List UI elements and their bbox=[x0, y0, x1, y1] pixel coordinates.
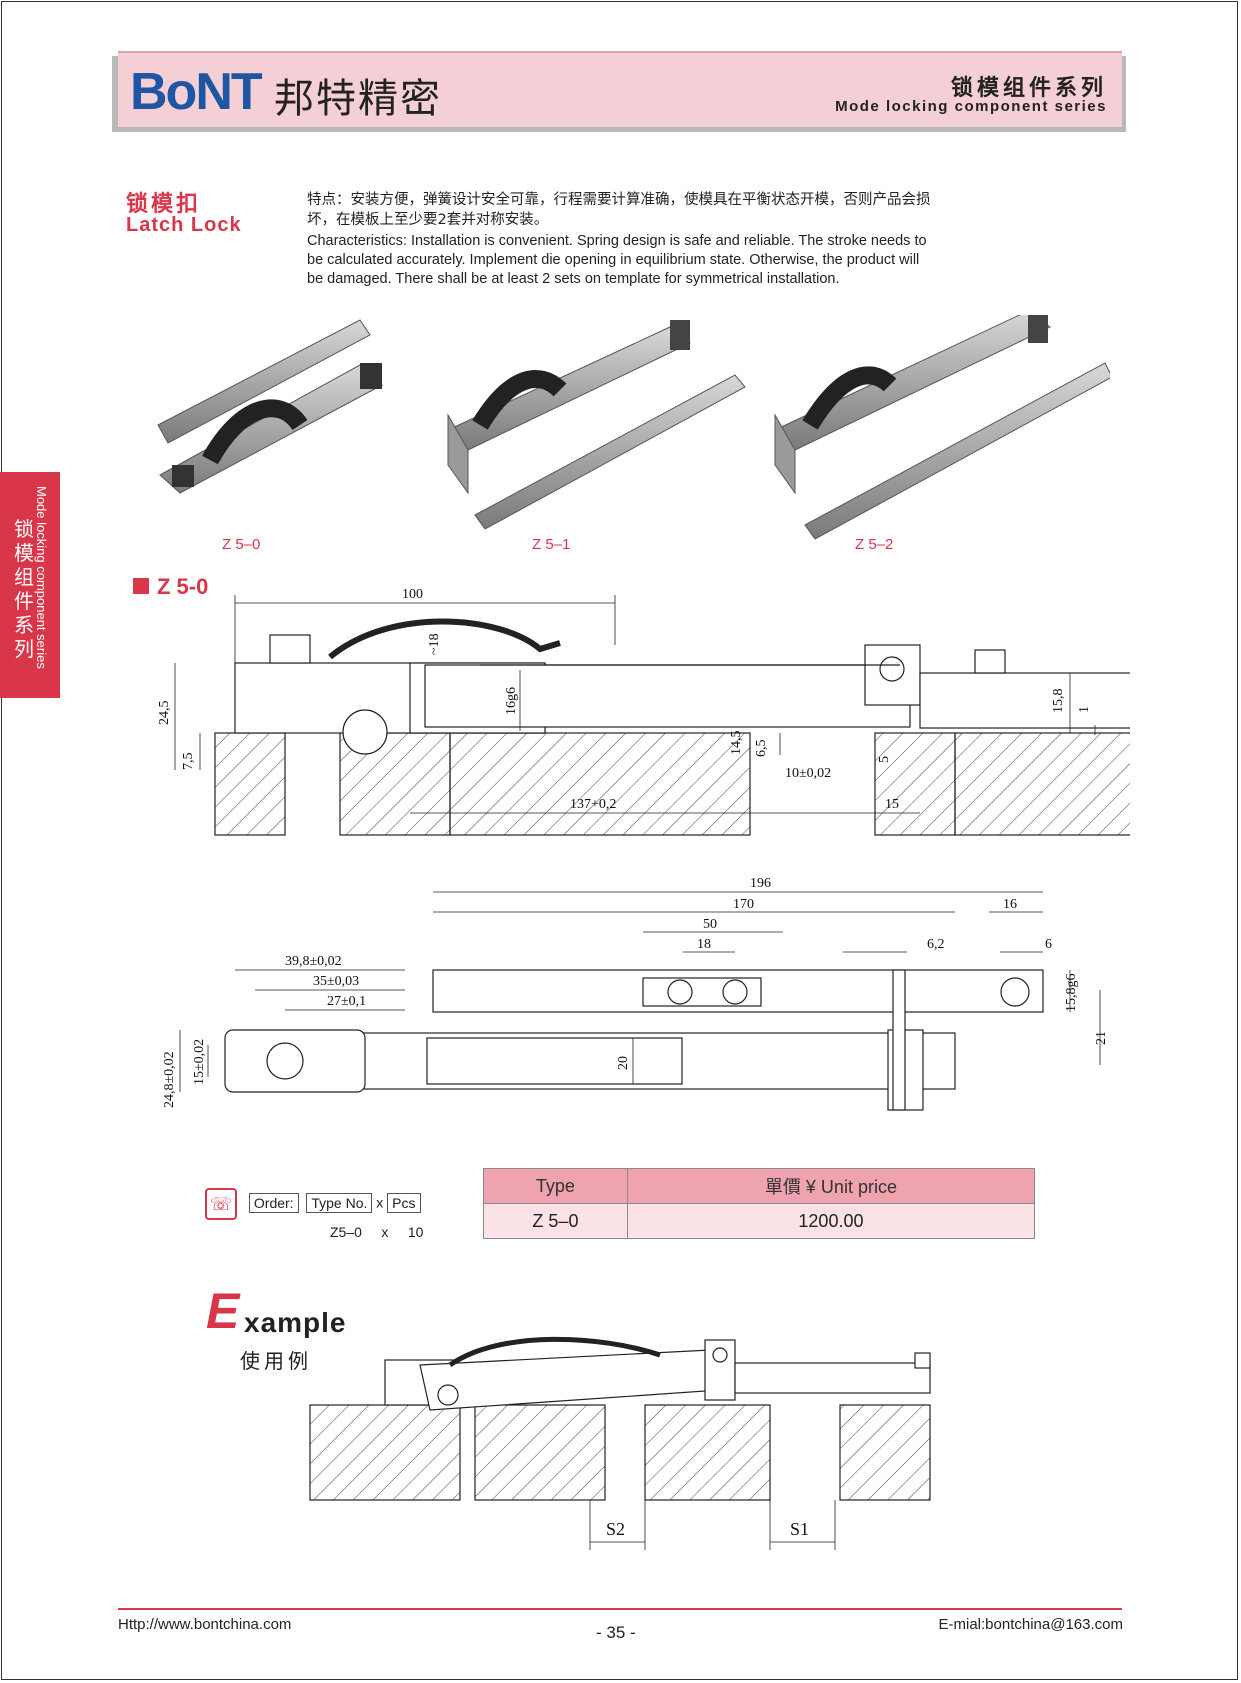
order-example-type: Z5–0 bbox=[330, 1224, 362, 1240]
caption-z5-2: Z 5–2 bbox=[855, 536, 894, 553]
example-title-rest: xample bbox=[244, 1307, 347, 1338]
dim-s1: S1 bbox=[790, 1519, 809, 1539]
order-type-no: Type No. bbox=[306, 1192, 373, 1213]
dim-16: 16 bbox=[1003, 897, 1017, 912]
drawing-side-view: 100 ~18 16g6 24,5 7,5 15,8 1 14,5 6,5 10… bbox=[157, 587, 1130, 836]
cell-type: Z 5–0 bbox=[483, 1203, 628, 1239]
series-title-cn: 锁模组件系列 bbox=[950, 76, 1107, 101]
header-unit-price: 單價 ¥ Unit price bbox=[626, 1168, 1036, 1204]
dim-14-5: 14,5 bbox=[729, 731, 744, 756]
dim-18: ~18 bbox=[427, 633, 442, 655]
dim-39-8: 39,8±0,02 bbox=[285, 954, 342, 969]
section-title-en: Latch Lock bbox=[126, 214, 242, 236]
brand-name-cn: 邦特精密 bbox=[274, 76, 442, 122]
dim-6-2: 6,2 bbox=[927, 937, 945, 952]
drawing-title-text: Z 5-0 bbox=[157, 574, 209, 599]
order-label: Order: bbox=[248, 1192, 299, 1213]
header-banner bbox=[118, 51, 1122, 127]
series-title-en: Mode locking component series bbox=[835, 98, 1107, 115]
dim-24-8: 24,8±0,02 bbox=[162, 1051, 177, 1108]
bullet-square bbox=[133, 578, 149, 594]
product-photos bbox=[157, 315, 1110, 540]
dim-170: 170 bbox=[733, 897, 754, 912]
cell-price: 1200.00 bbox=[626, 1203, 1036, 1239]
example-title-e: E bbox=[206, 1283, 240, 1339]
photo-z5-2 bbox=[774, 315, 1110, 540]
dim-15b: 15±0,02 bbox=[192, 1039, 207, 1085]
dim-15: 15 bbox=[885, 797, 899, 812]
dim-s2: S2 bbox=[606, 1519, 625, 1539]
caption-z5-0: Z 5–0 bbox=[222, 536, 261, 553]
order-info: ☏ Order: Type No. x Pcs Z5–0 x 10 bbox=[205, 1188, 423, 1240]
drawing-example: S2 S1 bbox=[309, 1336, 931, 1550]
dim-15-8: 15,8 bbox=[1051, 689, 1066, 714]
dim-21: 21 bbox=[1094, 1031, 1109, 1045]
dim-7-5: 7,5 bbox=[181, 753, 196, 771]
dim-6-5: 6,5 bbox=[754, 740, 769, 758]
side-tab-cn: 锁模组件系列 bbox=[14, 517, 34, 661]
dim-15-8g6: 15,8g6 bbox=[1064, 974, 1079, 1013]
example-title-cn: 使用例 bbox=[240, 1349, 312, 1373]
dim-16g6: 16g6 bbox=[504, 687, 519, 715]
dim-100: 100 bbox=[402, 587, 423, 602]
brand-logo: BoNT bbox=[130, 63, 263, 121]
order-pcs: Pcs bbox=[387, 1192, 421, 1213]
dim-196: 196 bbox=[750, 876, 771, 891]
order-example-qty: 10 bbox=[407, 1224, 424, 1240]
table-row: Z 5–0 1200.00 bbox=[483, 1203, 1036, 1239]
price-table: Type 單價 ¥ Unit price Z 5–0 1200.00 bbox=[483, 1168, 1036, 1239]
order-x: x bbox=[376, 1194, 384, 1211]
dim-18b: 18 bbox=[697, 937, 711, 952]
description-en: Characteristics: Installation is conveni… bbox=[307, 233, 927, 287]
photo-z5-0 bbox=[157, 319, 383, 494]
dim-24-5: 24,5 bbox=[157, 701, 172, 726]
dim-10: 10±0,02 bbox=[785, 766, 831, 781]
footer-email[interactable]: E-mial:bontchina@163.com bbox=[938, 1616, 1123, 1633]
drawing-top-view: 196 170 50 18 6,2 16 6 39,8±0,02 35±0,03… bbox=[162, 876, 1109, 1111]
dim-1: 1 bbox=[1077, 706, 1092, 713]
phone-icon: ☏ bbox=[205, 1188, 237, 1220]
footer-url[interactable]: Http://www.bontchina.com bbox=[118, 1616, 292, 1633]
price-table-header: Type 單價 ¥ Unit price bbox=[483, 1168, 1036, 1204]
photo-z5-1 bbox=[447, 320, 746, 530]
order-example-x: x bbox=[381, 1224, 389, 1240]
dim-50: 50 bbox=[703, 917, 717, 932]
drawing-title: Z 5-0 bbox=[133, 574, 208, 600]
dim-27: 27±0,1 bbox=[327, 994, 366, 1009]
dim-6: 6 bbox=[1045, 937, 1052, 952]
dim-137: 137+0,2 bbox=[570, 797, 616, 812]
header-type: Type bbox=[483, 1168, 628, 1204]
dim-5: 5 bbox=[877, 756, 892, 763]
dim-20: 20 bbox=[616, 1056, 631, 1070]
dim-35: 35±0,03 bbox=[313, 974, 359, 989]
footer-rule bbox=[118, 1608, 1122, 1610]
caption-z5-1: Z 5–1 bbox=[532, 536, 571, 553]
description-cn: 特点：安装方便，弹簧设计安全可靠，行程需要计算准确，使模具在平衡状态开模，否则产… bbox=[307, 192, 931, 228]
section-title-cn: 锁模扣 bbox=[126, 192, 202, 217]
side-tab: 锁模组件系列 Mode locking component series bbox=[0, 472, 60, 698]
side-tab-en: Mode locking component series bbox=[34, 486, 49, 669]
page-number: - 35 - bbox=[596, 1623, 636, 1642]
